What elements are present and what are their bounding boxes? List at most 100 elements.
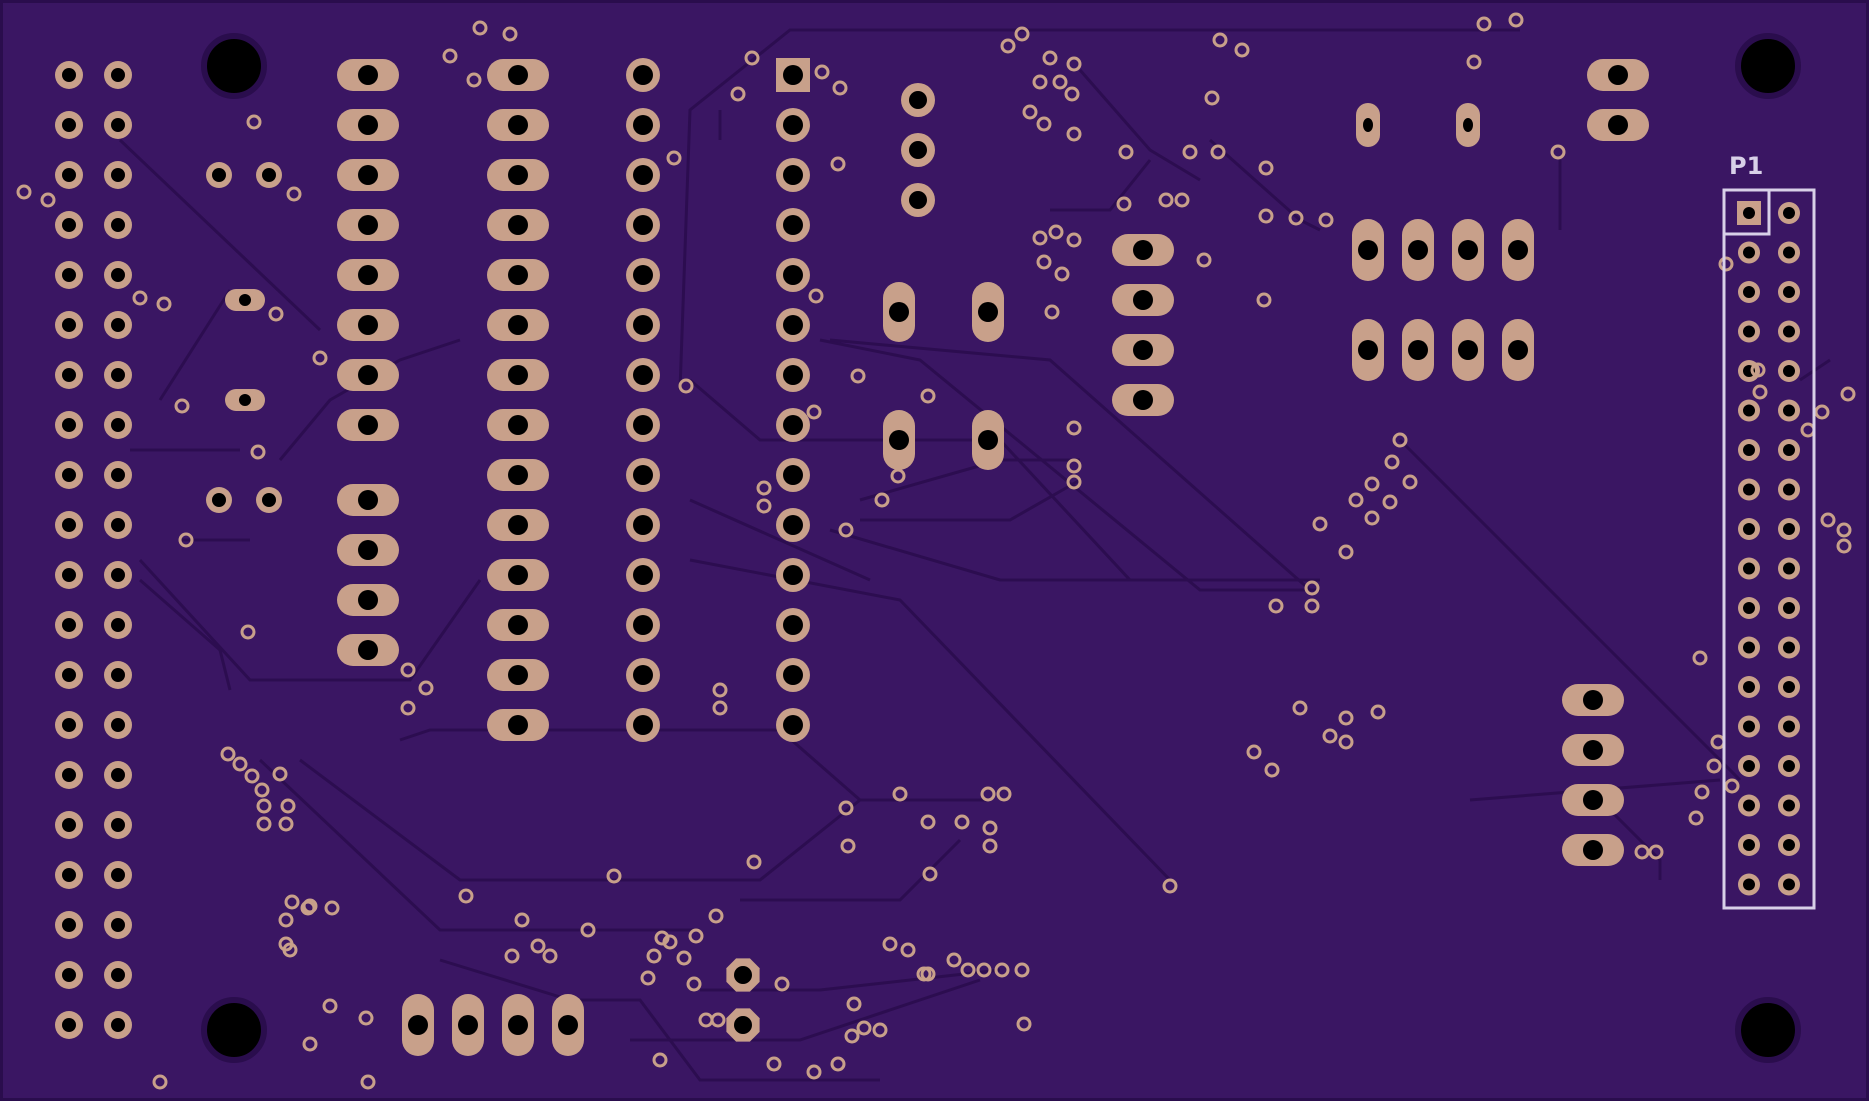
mounting-holes: [201, 33, 1801, 1063]
dip-pad: [626, 508, 660, 542]
via: [1364, 476, 1380, 492]
via: [654, 930, 670, 946]
dip-pad: [626, 358, 660, 392]
via: [278, 936, 294, 952]
via: [814, 64, 830, 80]
p1-pin: [1738, 794, 1760, 817]
through-hole-pad: [256, 487, 282, 513]
octagon-pad: [726, 1008, 760, 1042]
via: [1036, 254, 1052, 270]
p1-pin: [1778, 557, 1800, 580]
oval-pad: [1402, 319, 1434, 381]
dip-pad: [776, 358, 810, 392]
oval-pad: [1112, 284, 1174, 316]
via: [920, 388, 936, 404]
via: [1304, 598, 1320, 614]
left-header-pin: [55, 261, 83, 289]
via: [174, 398, 190, 414]
via: [1840, 386, 1856, 402]
via: [1014, 962, 1030, 978]
via: [756, 480, 772, 496]
via: [1338, 734, 1354, 750]
oval-pad: [1562, 734, 1624, 766]
oval-pad: [1562, 684, 1624, 716]
via: [302, 1036, 318, 1052]
via: [1174, 192, 1190, 208]
dip-pad: [776, 508, 810, 542]
left-header-pin: [55, 411, 83, 439]
dip-pad: [776, 608, 810, 642]
via: [1066, 126, 1082, 142]
via: [900, 942, 916, 958]
oval-pad: [1112, 334, 1174, 366]
via: [1820, 512, 1836, 528]
p1-pin: [1738, 241, 1760, 264]
left-header-pin: [55, 811, 83, 839]
via: [756, 498, 772, 514]
via: [1724, 778, 1740, 794]
via: [746, 854, 762, 870]
dip-pad: [776, 158, 810, 192]
via: [838, 522, 854, 538]
via: [890, 468, 906, 484]
via: [830, 156, 846, 172]
dip-pad: [776, 308, 810, 342]
dip-pad: [626, 658, 660, 692]
oval-pad: [972, 410, 1004, 470]
via: [1268, 598, 1284, 614]
oval-pad: [1502, 319, 1534, 381]
via: [1044, 304, 1060, 320]
left-header-pin: [104, 611, 132, 639]
via: [502, 26, 518, 42]
via: [766, 1056, 782, 1072]
via: [688, 928, 704, 944]
left-header-pin: [55, 561, 83, 589]
via: [730, 86, 746, 102]
p1-pin: [1738, 636, 1760, 659]
oval-pad: [552, 994, 584, 1056]
via: [220, 746, 236, 762]
left-header-pin: [55, 911, 83, 939]
left-header-pin: [104, 211, 132, 239]
via: [710, 1012, 726, 1028]
oval-pad: [1112, 234, 1174, 266]
via: [400, 700, 416, 716]
via: [676, 950, 692, 966]
left-header-pin: [55, 611, 83, 639]
p1-pin: [1778, 281, 1800, 303]
via: [16, 184, 32, 200]
left-header-pin: [104, 861, 132, 889]
via: [1066, 232, 1082, 248]
via: [1066, 458, 1082, 474]
traces: [118, 28, 1831, 1082]
via: [418, 680, 434, 696]
left-header-pin: [55, 61, 83, 89]
oval-pad: [1502, 219, 1534, 281]
dip-pad: [337, 309, 399, 341]
via: [152, 1074, 168, 1090]
p1-pin: [1738, 478, 1760, 501]
p1-pin: [1778, 518, 1800, 540]
left-header-pin: [55, 661, 83, 689]
left-header-pin: [104, 161, 132, 189]
left-header-pin: [55, 311, 83, 339]
via: [244, 768, 260, 784]
p1-pin: [1778, 360, 1800, 382]
left-header-pin: [104, 811, 132, 839]
pads: [55, 58, 1800, 1056]
p1-pin: [1738, 755, 1760, 777]
via: [1402, 474, 1418, 490]
via: [442, 48, 458, 64]
p1-pin: [1738, 597, 1760, 619]
via: [278, 816, 294, 832]
oval-pad: [402, 994, 434, 1056]
dip-pad: [776, 108, 810, 142]
via: [232, 756, 248, 772]
p1-pin: [1738, 518, 1760, 540]
dip-pad: [487, 159, 549, 191]
left-header-pin: [104, 761, 132, 789]
oval-pad: [452, 994, 484, 1056]
via: [268, 306, 284, 322]
via: [920, 814, 936, 830]
p1-pin: [1778, 320, 1800, 343]
